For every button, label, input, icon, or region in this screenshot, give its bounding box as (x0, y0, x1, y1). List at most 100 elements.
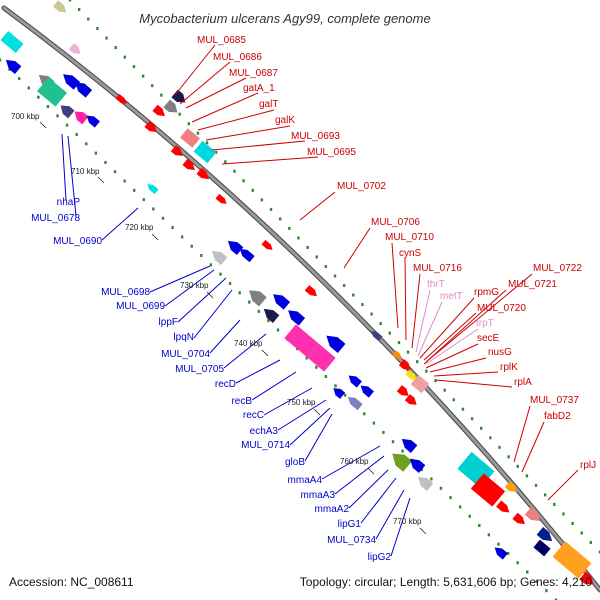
gene-feature (410, 374, 430, 394)
gene-label[interactable]: MUL_0734 (327, 535, 376, 546)
outer-tick-mark (105, 36, 108, 40)
gene-label[interactable]: gatA_1 (243, 83, 275, 94)
gene-label[interactable]: metT (440, 291, 463, 302)
gene-feature-shape (182, 158, 195, 171)
label-leader-line (221, 156, 319, 165)
kbp-tick-connector (313, 408, 321, 416)
gene-label[interactable]: gloB (285, 457, 305, 468)
kbp-tick-label: 710 kbp (71, 167, 100, 176)
gene-label[interactable]: MUL_0686 (213, 52, 262, 63)
gene-label[interactable]: lppF (159, 317, 178, 328)
outer-tick-mark (77, 8, 81, 12)
label-leader-line (289, 407, 331, 446)
gene-feature (152, 104, 165, 117)
inner-tick-mark (276, 328, 280, 332)
gene-label[interactable]: MUL_0695 (307, 147, 356, 158)
gene-feature (215, 193, 227, 204)
gene-feature (261, 239, 273, 250)
gene-label[interactable]: lipG2 (368, 552, 392, 563)
gene-label[interactable]: MUL_0685 (197, 35, 246, 46)
outer-tick-mark (507, 455, 510, 459)
gene-label[interactable]: MUL_0720 (477, 303, 526, 314)
gene-label[interactable]: recB (231, 396, 252, 407)
gene-label[interactable]: nusG (488, 347, 512, 358)
label-leader-line (197, 109, 275, 131)
gene-label[interactable]: mmaA3 (301, 490, 336, 501)
kbp-tick-label: 770 kbp (393, 517, 422, 526)
outer-tick-mark (151, 84, 154, 88)
gene-label[interactable]: rplA (514, 377, 532, 388)
label-leader-line (179, 61, 231, 105)
gene-label[interactable]: lpqN (173, 332, 194, 343)
gene-label[interactable]: fabD2 (544, 411, 571, 422)
gene-label[interactable]: MUL_0705 (175, 364, 224, 375)
outer-tick-mark (352, 293, 355, 297)
inner-tick-mark (209, 263, 213, 267)
gene-feature (533, 539, 551, 557)
gene-label[interactable]: MUL_0714 (241, 440, 290, 451)
gene-label[interactable]: trpT (476, 318, 494, 329)
gene-label[interactable]: MUL_0704 (161, 349, 210, 360)
gene-label[interactable]: rpmG (474, 287, 499, 298)
inner-tick-mark (554, 598, 558, 600)
gene-label[interactable]: MUL_0737 (530, 395, 579, 406)
inner-tick-mark (238, 291, 241, 295)
gene-label[interactable]: echA3 (250, 426, 279, 437)
inner-tick-mark (468, 514, 471, 518)
label-leader-line (209, 319, 241, 354)
gene-feature (470, 473, 506, 507)
outer-tick-mark (416, 360, 419, 364)
gene-label[interactable]: rplK (500, 362, 518, 373)
outer-tick-mark (160, 93, 163, 97)
label-leader-line (251, 371, 297, 401)
inner-tick-mark (104, 160, 107, 164)
gene-label[interactable]: galT (259, 99, 278, 110)
gene-feature (348, 375, 362, 388)
gene-label[interactable]: MUL_0710 (385, 232, 434, 243)
gene-label[interactable]: MUL_0699 (116, 301, 165, 312)
gene-label[interactable]: galK (275, 115, 295, 126)
outer-tick-mark (260, 198, 264, 202)
gene-label[interactable]: recC (243, 410, 264, 421)
outer-tick-mark (269, 207, 273, 211)
gene-label[interactable]: mmaA2 (315, 504, 350, 515)
gene-label[interactable]: MUL_0678 (31, 213, 80, 224)
gene-label[interactable]: thrT (427, 279, 445, 290)
gene-feature-shape (249, 290, 267, 307)
gene-feature (227, 240, 244, 255)
inner-tick-mark (372, 421, 376, 425)
gene-label[interactable]: MUL_0706 (371, 217, 420, 228)
label-leader-line (390, 497, 411, 557)
gene-label[interactable]: MUL_0721 (508, 279, 557, 290)
gene-label[interactable]: recD (215, 379, 236, 390)
gene-feature-shape (494, 547, 508, 560)
outer-tick-mark (123, 55, 127, 59)
gene-label[interactable]: secE (477, 333, 500, 344)
inner-tick-mark (133, 188, 136, 192)
gene-label[interactable]: MUL_0722 (533, 263, 582, 274)
inner-tick-mark (94, 151, 98, 155)
gene-label[interactable]: MUL_0702 (337, 181, 386, 192)
label-leader-line (343, 227, 371, 269)
gene-label[interactable]: MUL_0693 (291, 131, 340, 142)
gene-label[interactable]: nhaP (57, 197, 81, 208)
inner-tick-mark (439, 486, 443, 490)
gene-feature (37, 77, 67, 107)
gene-label[interactable]: MUL_0687 (229, 68, 278, 79)
inner-tick-mark (382, 430, 385, 434)
gene-label[interactable]: MUL_0716 (413, 263, 462, 274)
kbp-tick-label: 720 kbp (125, 223, 154, 232)
gene-label[interactable]: rplJ (580, 460, 596, 471)
gene-label[interactable]: MUL_0698 (101, 287, 150, 298)
gene-feature-shape (333, 388, 346, 399)
gene-label[interactable]: cynS (399, 248, 422, 259)
inner-tick-mark (324, 375, 328, 379)
gene-label[interactable]: mmaA4 (288, 475, 323, 486)
gene-feature (360, 385, 374, 398)
gene-feature-shape (496, 500, 510, 513)
inner-tick-mark (305, 356, 308, 360)
gene-label[interactable]: MUL_0690 (53, 236, 102, 247)
gene-label[interactable]: lipG1 (338, 519, 362, 530)
